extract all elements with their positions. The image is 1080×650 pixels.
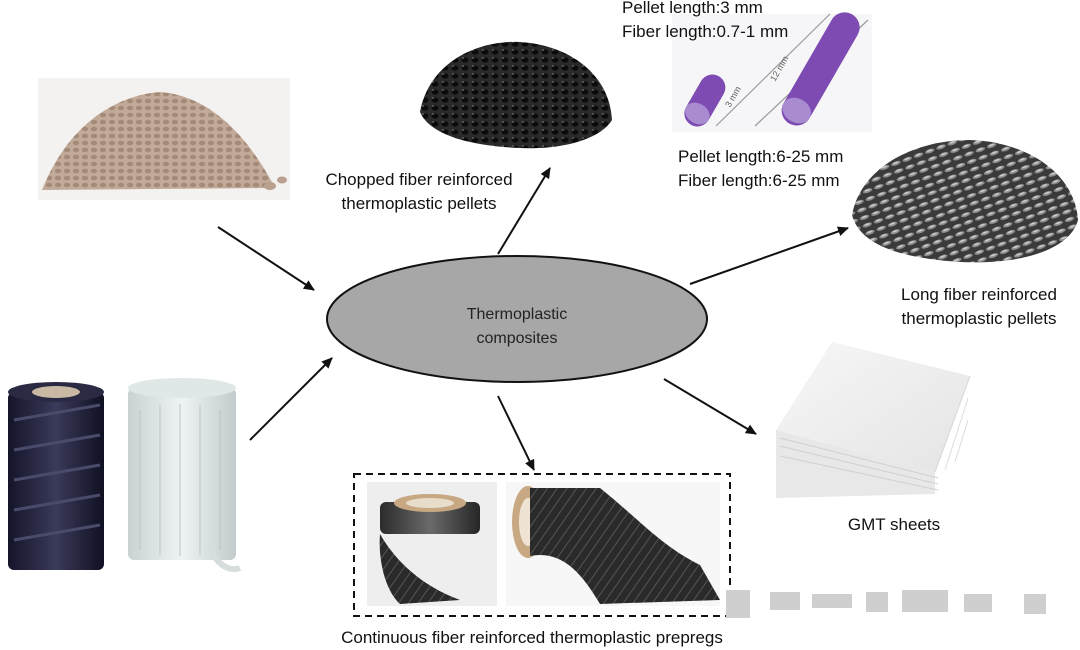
carbon-fiber-spool-image bbox=[8, 382, 104, 570]
arrow-hub-to-prepreg bbox=[497, 395, 535, 471]
short-pellet-length: Pellet length:3 mm bbox=[622, 0, 763, 17]
arrow-pellets-to-hub bbox=[217, 226, 315, 291]
hub-label-line1: Thermoplastic bbox=[466, 306, 568, 323]
glass-fiber-spool-image bbox=[128, 378, 242, 572]
long-fiber-label: Long fiber reinforced thermoplastic pell… bbox=[884, 283, 1074, 331]
chopped-fiber-label-line1: Chopped fiber reinforced bbox=[325, 170, 513, 189]
arrow-hub-to-long-fiber bbox=[689, 226, 849, 285]
short-fiber-length: Fiber length:0.7-1 mm bbox=[622, 22, 789, 41]
gmt-sheets-label: GMT sheets bbox=[847, 515, 941, 534]
arrow-hub-to-gmt bbox=[663, 378, 757, 435]
long-fiber-label-line1: Long fiber reinforced bbox=[901, 285, 1057, 304]
long-fiber-length: Fiber length:6-25 mm bbox=[678, 171, 840, 190]
long-fiber-label-line2: thermoplastic pellets bbox=[901, 309, 1057, 328]
long-fiber-pellet-image bbox=[852, 140, 1078, 263]
chopped-pellet-image bbox=[420, 41, 612, 149]
hub-label: Thermoplastic composites bbox=[427, 303, 607, 351]
prepreg-fabric-roll-image bbox=[506, 482, 720, 606]
prepreg-frame bbox=[353, 473, 731, 617]
hub-ellipse bbox=[326, 255, 708, 383]
prepreg-tape-roll-image bbox=[367, 482, 497, 606]
arrow-fibers-to-hub bbox=[249, 357, 333, 441]
prepreg-label: Continuous fiber reinforced thermoplasti… bbox=[341, 628, 723, 647]
pellet-dimension-diagram: 3 mm 12 mm bbox=[672, 12, 872, 132]
chopped-fiber-label: Chopped fiber reinforced thermoplastic p… bbox=[300, 168, 538, 216]
chopped-fiber-label-line2: thermoplastic pellets bbox=[341, 194, 497, 213]
long-pellet-length: Pellet length:6-25 mm bbox=[678, 147, 844, 166]
short-pellet-spec: Pellet length:3 mm Fiber length:0.7-1 mm bbox=[622, 0, 788, 44]
raw-pellet-pile-image bbox=[38, 78, 290, 200]
gmt-sheet-stack-image bbox=[776, 342, 971, 498]
long-pellet-spec: Pellet length:6-25 mm Fiber length:6-25 … bbox=[678, 145, 843, 193]
hub-label-line2: composites bbox=[476, 330, 558, 347]
arrow-hub-to-chopped bbox=[497, 167, 551, 255]
